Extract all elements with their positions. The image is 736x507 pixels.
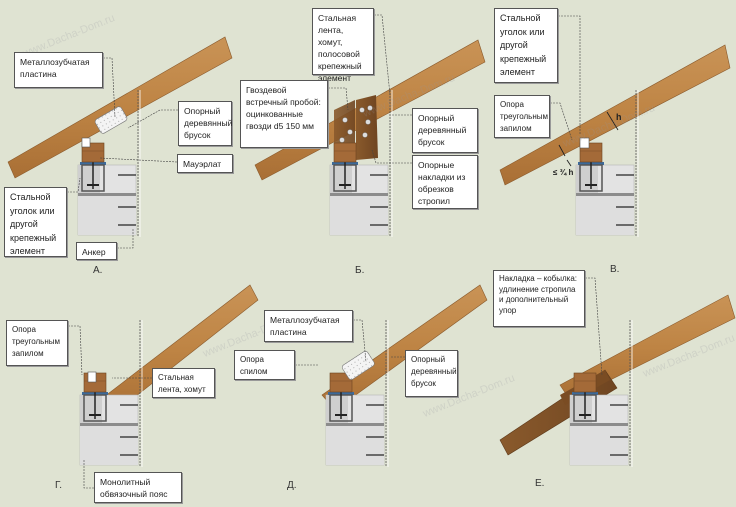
- caption-b: Б.: [355, 265, 365, 276]
- label-concrete-belt: Монолитный обвязочный пояс: [94, 472, 182, 503]
- nails-b: [339, 105, 373, 143]
- label-support-pads: Опорные накладки из обрезков стропил: [412, 155, 478, 209]
- label-anchor: Анкер: [76, 242, 117, 260]
- dimension-arrows-c: [558, 111, 619, 167]
- label-cut-support: Опора спилом: [234, 350, 295, 380]
- label-support-block: Опорный деревянный брусок: [405, 350, 458, 397]
- label-triangle-notch: Опора треугольным запилом: [6, 320, 68, 366]
- label-toothed-plate: Металлозубчатая пластина: [264, 310, 353, 342]
- caption-c: В.: [610, 264, 620, 275]
- caption-f: Е.: [535, 478, 545, 489]
- steel-angle-d: [87, 371, 97, 383]
- dimension-h: h: [616, 112, 622, 122]
- toothed-plate-e: [341, 350, 375, 380]
- leaders-c: [550, 15, 581, 141]
- label-steel-strap: Стальная лента, хомут, полосовой крепежн…: [312, 8, 374, 83]
- label-nails: Гвоздевой встречный пробой: оцинкованные…: [240, 80, 328, 148]
- toothed-plate-a: [94, 106, 128, 134]
- steel-angle-a: [81, 137, 91, 148]
- leaders-f: [585, 277, 603, 376]
- label-support-block: Опорный деревянный брусок: [178, 101, 232, 146]
- label-mauerlat: Мауэрлат: [177, 154, 233, 173]
- leaders-e: [295, 319, 405, 366]
- label-steel-strap: Стальная лента, хомут: [152, 368, 215, 398]
- label-triangle-notch: Опора треугольным запилом: [494, 95, 550, 138]
- caption-d: Г.: [55, 480, 62, 491]
- leaders-a: [67, 57, 178, 249]
- dimension-cut-depth: ≤ ¾ h: [553, 168, 574, 177]
- rafter-c: [499, 44, 731, 186]
- label-rafter-extension: Накладка – кобылка: удлинение стропила и…: [493, 270, 585, 327]
- label-steel-angle: Стальной уголок или другой крепежный эле…: [4, 187, 67, 257]
- caption-e: Д.: [287, 480, 297, 491]
- caption-a: А.: [93, 265, 103, 276]
- leaders-b: [328, 14, 412, 164]
- label-toothed-plate: Металлозубчатая пластина: [14, 52, 103, 88]
- label-support-block: Опорный деревянный брусок: [412, 108, 478, 153]
- leaders-d: [68, 325, 152, 489]
- steel-angle-c: [579, 137, 590, 149]
- label-steel-angle: Стальной уголок или другой крепежный эле…: [494, 8, 558, 83]
